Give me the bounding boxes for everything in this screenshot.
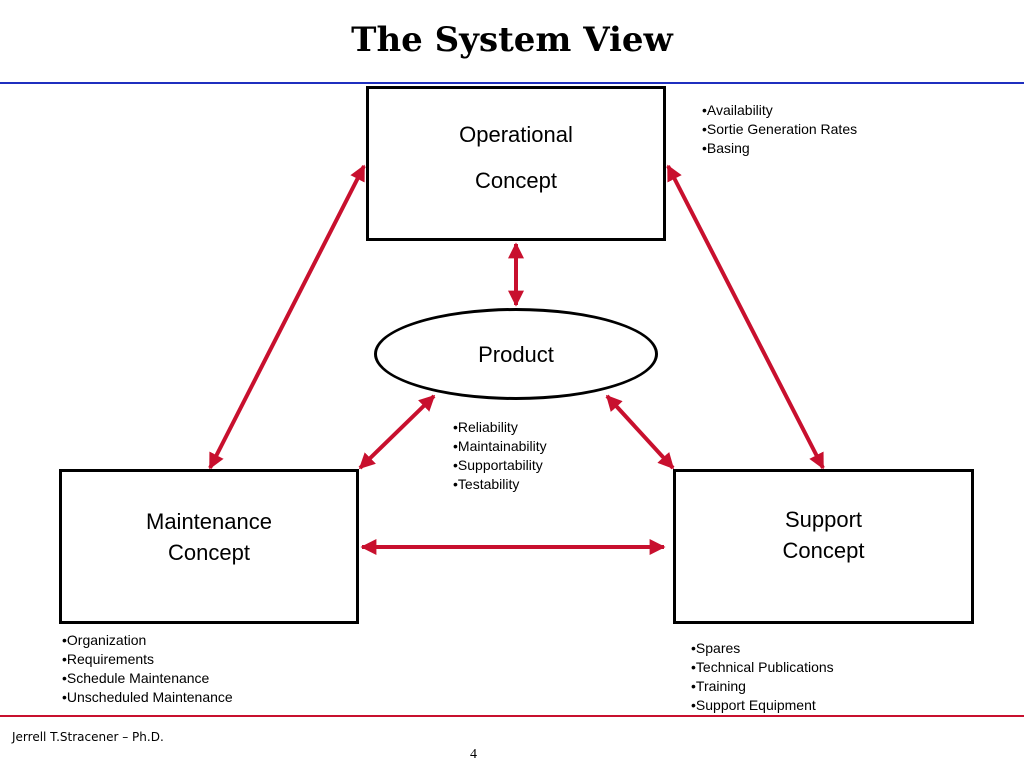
maintenance-concept-label-line2: Concept: [168, 540, 250, 565]
bullet-item: Spares: [691, 639, 834, 658]
operational-bullet-list: Availability Sortie Generation Rates Bas…: [702, 101, 857, 158]
bullet-item: Schedule Maintenance: [62, 669, 233, 688]
product-bullet-list: Reliability Maintainability Supportabili…: [453, 418, 547, 494]
arrow-product-maintenance: [358, 394, 436, 470]
product-label: Product: [478, 342, 554, 367]
bottom-divider: [0, 715, 1024, 717]
top-divider: [0, 82, 1024, 84]
arrow-operational-maintenance: [208, 164, 366, 470]
bullet-item: Requirements: [62, 650, 233, 669]
support-concept-label-line1: Support: [784, 507, 863, 532]
slide-title: The System View: [351, 20, 673, 60]
arrow-product-support: [605, 394, 675, 470]
bullet-item: Availability: [702, 101, 857, 120]
bullet-item: Sortie Generation Rates: [702, 120, 857, 139]
bullet-item: Reliability: [453, 418, 547, 437]
bullet-item: Testability: [453, 475, 547, 494]
maintenance-bullet-list: Organization Requirements Schedule Maint…: [62, 631, 233, 707]
support-concept-box: Support Concept: [673, 469, 974, 624]
bullet-item: Supportability: [453, 456, 547, 475]
footer-author: Jerrell T.Stracener – Ph.D.: [12, 730, 164, 744]
bullet-item: Training: [691, 677, 834, 696]
bullet-item: Technical Publications: [691, 658, 834, 677]
maintenance-concept-box: Maintenance Concept: [59, 469, 359, 624]
bullet-item: Basing: [702, 139, 857, 158]
support-concept-label-line2: Concept: [782, 538, 865, 563]
bullet-item: Support Equipment: [691, 696, 834, 715]
operational-concept-label-line1: Operational: [459, 122, 573, 147]
bullet-item: Organization: [62, 631, 233, 650]
maintenance-concept-label-line1: Maintenance: [146, 509, 272, 534]
operational-concept-box: Operational Concept: [366, 86, 666, 241]
arrow-operational-support: [666, 164, 825, 470]
product-ellipse: Product: [374, 308, 658, 400]
operational-concept-label-line2: Concept: [475, 168, 557, 193]
bullet-item: Maintainability: [453, 437, 547, 456]
support-bullet-list: Spares Technical Publications Training S…: [691, 639, 834, 715]
bullet-item: Unscheduled Maintenance: [62, 688, 233, 707]
page-number: 4: [470, 747, 477, 762]
